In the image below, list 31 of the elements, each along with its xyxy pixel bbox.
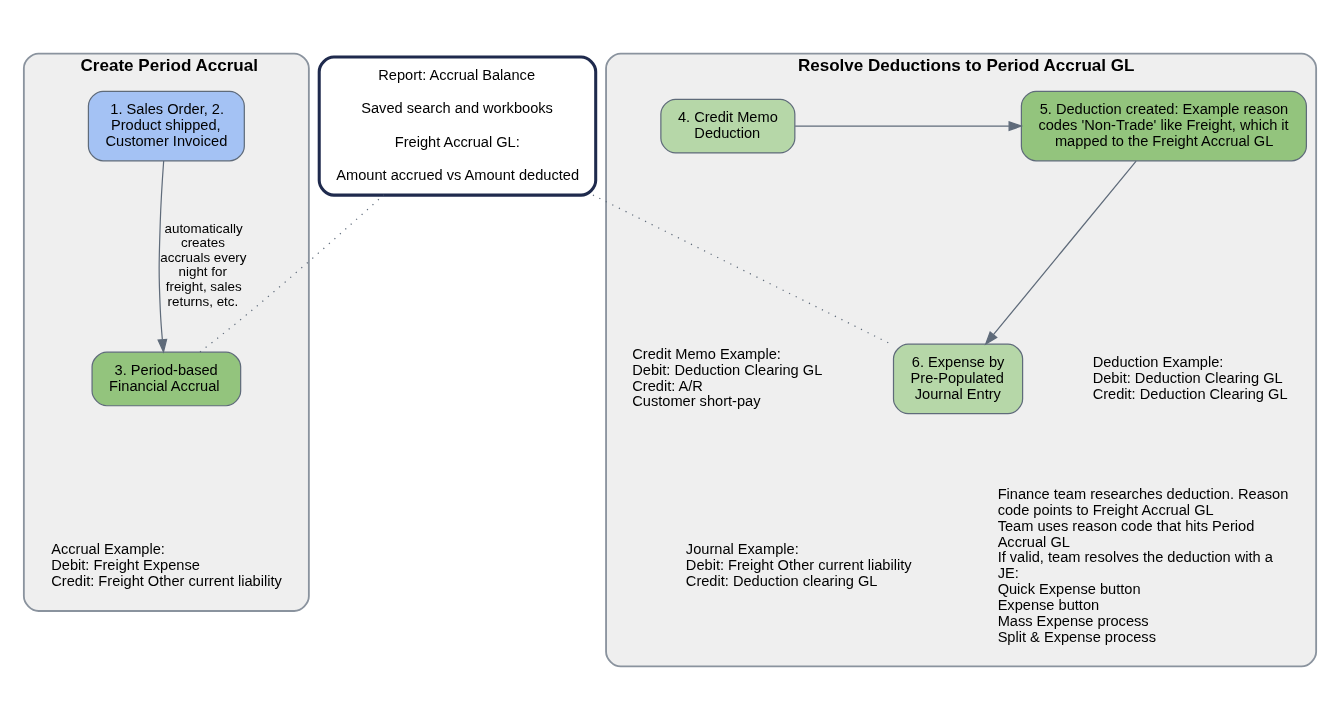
node-box: 3. Period-based Financial Accrual bbox=[90, 351, 241, 406]
node-box: 1. Sales Order, 2. Product shipped, Customer Invoiced bbox=[87, 90, 245, 161]
node-label: Debit: Deduction Clearing GL bbox=[631, 361, 822, 378]
node-label: Credit: A/R bbox=[631, 377, 703, 394]
node-box: Report: Accrual Balance Saved search and workbooks Freight Accrual GL: Amount accrued vs Amount deducted bbox=[317, 55, 597, 197]
node-box: 4. Credit Memo Deduction bbox=[659, 98, 795, 153]
node-label: Credit: Deduction clearing GL bbox=[685, 572, 877, 589]
node-box: 5. Deduction created: Example reason codes 'Non-Trade' like Freight, which it mapped to the Freight Accrual GL bbox=[1020, 90, 1307, 161]
label: Quick Expense button bbox=[997, 580, 1141, 597]
node-label: Credit: Deduction Clearing GL bbox=[1092, 385, 1288, 402]
node-label: Debit: Freight Other current liability bbox=[685, 556, 912, 573]
node-box: 6. Expense by Pre-Populated Journal Entry bbox=[892, 343, 1023, 414]
node-label: Customer short-pay bbox=[631, 392, 761, 409]
node-label: Deduction Example: bbox=[1092, 353, 1223, 370]
arrow bbox=[984, 159, 1137, 345]
label: Expense button bbox=[997, 596, 1099, 613]
label: Split & Expense process bbox=[997, 628, 1156, 645]
node-label: Journal Example: bbox=[685, 540, 799, 557]
node-label: Credit: Freight Other current liability bbox=[50, 572, 282, 589]
node-label: Accrual Example: bbox=[50, 540, 165, 557]
arrow bbox=[794, 120, 1023, 131]
connector bbox=[198, 193, 384, 353]
label: Mass Expense process bbox=[997, 612, 1149, 629]
node-label: Credit Memo Example: bbox=[631, 345, 781, 362]
label: Finance team researches deduction. Reason code points to Freight Accrual GL bbox=[997, 485, 1288, 518]
edge-label: automatically creates accruals every night for freight, sales returns, etc. bbox=[159, 220, 247, 309]
node-label: Debit: Deduction Clearing GL bbox=[1092, 369, 1283, 386]
label: If valid, team resolves the deduction with a JE: bbox=[997, 548, 1273, 581]
arrow bbox=[156, 159, 167, 354]
node-label: Debit: Freight Expense bbox=[50, 556, 200, 573]
label: Team uses reason code that hits Period Accrual GL bbox=[997, 517, 1254, 550]
